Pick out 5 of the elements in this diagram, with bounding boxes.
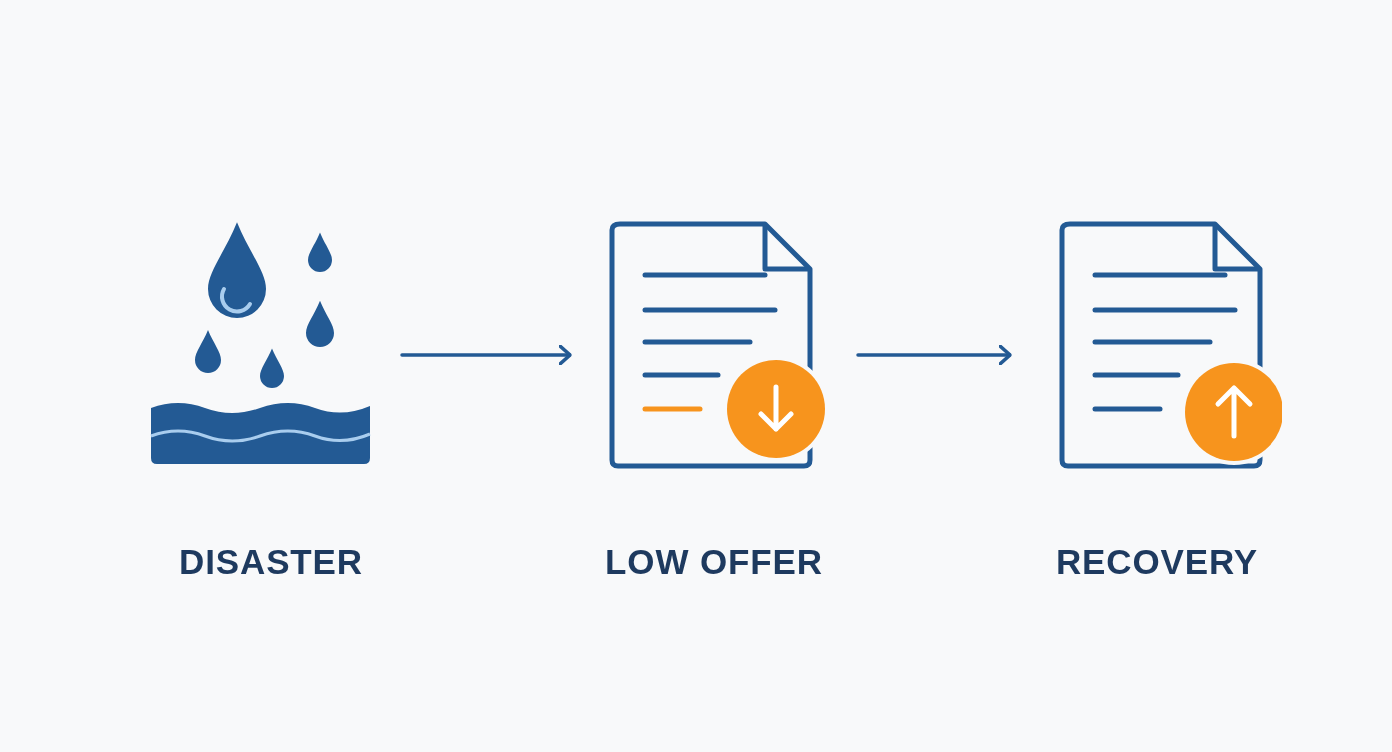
step-label: RECOVERY	[1055, 541, 1259, 583]
step-label: LOW OFFER	[605, 541, 823, 583]
arrow	[400, 344, 572, 366]
step-label: DISASTER	[179, 541, 363, 583]
arrow	[856, 344, 1012, 366]
